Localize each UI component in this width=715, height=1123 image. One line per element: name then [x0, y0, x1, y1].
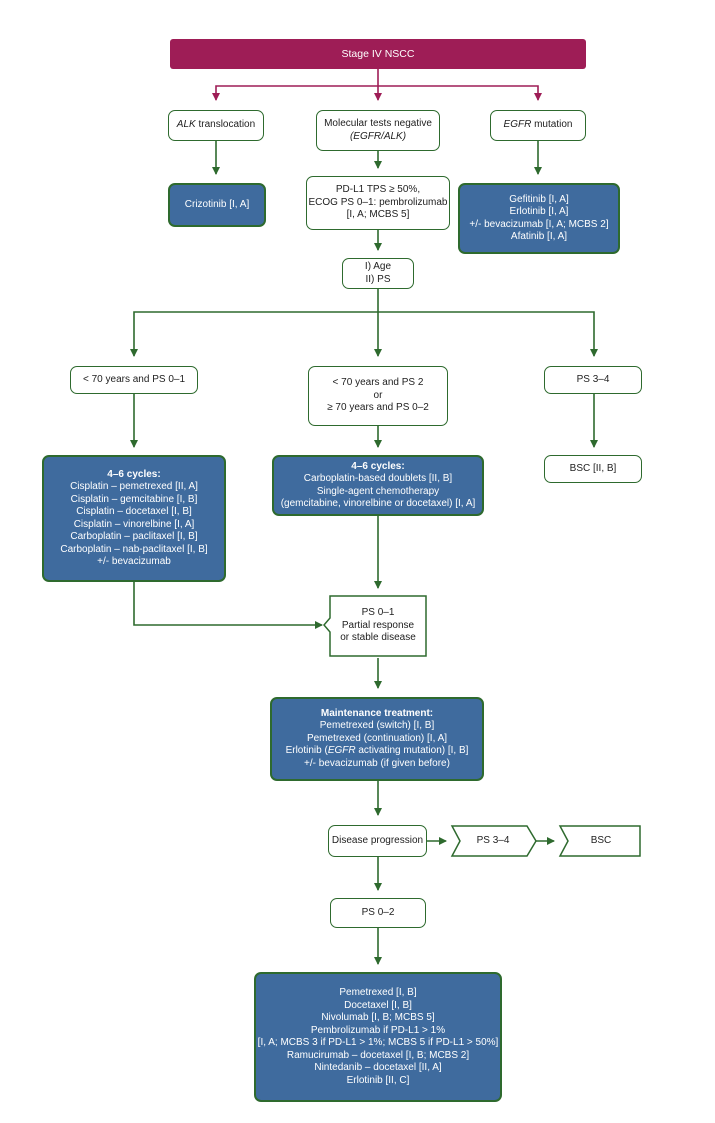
progression-box: Disease progression [328, 825, 427, 857]
cycles-left-box: 4–6 cycles: Cisplatin – pemetrexed [II, … [42, 455, 226, 582]
ps34-bottom-text: PS 3–4 [452, 826, 534, 856]
mid-ps-box: < 70 years and PS 2 or ≥ 70 years and PS… [308, 366, 448, 426]
second-line-8: Erlotinib [II, C] [346, 1074, 410, 1086]
cycles-left-line-6: Carboplatin – nab-paclitaxel [I, B] [60, 543, 208, 555]
young-ps01-box: < 70 years and PS 0–1 [70, 366, 198, 394]
progression-label: Disease progression [331, 834, 424, 846]
second-line-box: Pemetrexed [I, B] Docetaxel [I, B] Nivol… [254, 972, 502, 1102]
pdl1-line-3: [I, A; MCBS 5] [346, 209, 410, 221]
second-line-2: Docetaxel [I, B] [344, 999, 412, 1011]
cycles-left-line-4: Cisplatin – vinorelbine [I, A] [73, 518, 195, 530]
egfr-treatment-1: Gefitinib [I, A] [509, 193, 569, 205]
stage-iv-label: Stage IV NSCC [341, 47, 415, 60]
mid-ps-line-3: ≥ 70 years and PS 0–2 [327, 402, 429, 414]
egfr-label: EGFR [503, 119, 532, 131]
response-box [323, 595, 427, 657]
age-ps-box: I) Age II) PS [342, 258, 414, 289]
cycles-mid-line-2: Single-agent chemotherapy [316, 485, 440, 497]
mid-ps-line-1: < 70 years and PS 2 [332, 377, 424, 389]
crizotinib-box: Crizotinib [I, A] [168, 183, 266, 227]
egfr-treatments-box: Gefitinib [I, A] Erlotinib [I, A] +/- be… [458, 183, 620, 254]
response-text: PS 0–1 Partial response or stable diseas… [330, 596, 426, 656]
pdl1-line-1: PD-L1 TPS ≥ 50%, [335, 184, 421, 196]
maintenance-title: Maintenance treatment: [320, 707, 434, 719]
maintenance-box: Maintenance treatment: Pemetrexed (switc… [270, 697, 484, 781]
crizotinib-label: Crizotinib [I, A] [184, 198, 250, 210]
egfr-treatment-3: +/- bevacizumab [I, A; MCBS 2] [469, 218, 609, 230]
maintenance-egfr-label: EGFR [327, 745, 356, 757]
age-line: I) Age [364, 261, 392, 272]
second-line-1: Pemetrexed [I, B] [339, 987, 417, 998]
maintenance-line-1: Pemetrexed (switch) [I, B] [319, 720, 435, 732]
ps02-label: PS 0–2 [361, 906, 395, 918]
cycles-left-title: 4–6 cycles: [107, 468, 161, 480]
response-line-1: PS 0–1 [361, 607, 395, 619]
second-line-4: Pembrolizumab if PD-L1 > 1% [310, 1024, 446, 1036]
egfr-treatment-2: Erlotinib [I, A] [509, 206, 569, 217]
maintenance-line-last: +/- bevacizumab (if given before) [304, 757, 450, 769]
cycles-mid-title: 4–6 cycles: [351, 460, 405, 472]
ps34-bottom-label: PS 3–4 [476, 834, 510, 846]
cycles-mid-box: 4–6 cycles: Carboplatin-based doublets [… [272, 455, 484, 516]
mutation-label: mutation [531, 119, 573, 131]
bsc-bottom-text: BSC [562, 826, 640, 856]
second-line-6: Ramucirumab – docetaxel [I, B; MCBS 2] [286, 1049, 470, 1061]
pdl1-line-2: ECOG PS 0–1: pembrolizumab [308, 196, 448, 208]
maintenance-line-2: Pemetrexed (continuation) [I, A] [306, 732, 448, 744]
cycles-left-line-3: Cisplatin – docetaxel [I, B] [76, 506, 192, 517]
bsc-bottom-box [558, 825, 641, 857]
connector-header-left [212, 85, 378, 101]
cycles-left-line-1: Cisplatin – pemetrexed [II, A] [70, 481, 198, 492]
connector-split-right [378, 311, 598, 357]
egfr-treatment-4: Afatinib [I, A] [510, 231, 568, 242]
young-ps01-label: < 70 years and PS 0–1 [82, 373, 186, 385]
ps34-top-label: PS 3–4 [576, 373, 610, 385]
alk-translocation-box: ALK translocation [168, 110, 264, 141]
molecular-negative-box: Molecular tests negative (EGFR/ALK) [316, 110, 440, 151]
second-line-5: [I, A; MCBS 3 if PD-L1 > 1%; MCBS 5 if P… [257, 1037, 499, 1048]
egfr-mutation-box: EGFR mutation [490, 110, 586, 141]
connector-split-left [130, 311, 378, 357]
molecular-negative-line1: Molecular tests negative [324, 118, 432, 129]
response-line-2: Partial response [341, 619, 415, 631]
bsc-bottom-label: BSC [590, 834, 612, 846]
cycles-mid-line-3: (gemcitabine, vinorelbine or docetaxel) … [280, 498, 476, 509]
cycles-left-line-7: +/- bevacizumab [97, 556, 171, 567]
second-line-3: Nivolumab [I, B; MCBS 5] [321, 1012, 435, 1023]
ps02-box: PS 0–2 [330, 898, 426, 928]
ps-line: II) PS [365, 273, 391, 285]
ps34-bottom-box [450, 825, 537, 857]
bsc-top-box: BSC [II, B] [544, 455, 642, 483]
cycles-left-line-5: Carboplatin – paclitaxel [I, B] [70, 531, 198, 542]
molecular-negative-line2: (EGFR/ALK) [349, 130, 407, 142]
alk-label: ALK [176, 119, 196, 131]
mid-ps-line-2: or [373, 389, 383, 401]
pdl1-box: PD-L1 TPS ≥ 50%, ECOG PS 0–1: pembrolizu… [306, 176, 450, 230]
connector-cycles-left-response [133, 582, 323, 629]
second-line-7: Nintedanib – docetaxel [II, A] [314, 1062, 442, 1073]
bsc-top-label: BSC [II, B] [569, 462, 617, 474]
cycles-left-line-2: Cisplatin – gemcitabine [I, B] [70, 493, 198, 505]
cycles-mid-line-1: Carboplatin-based doublets [II, B] [303, 473, 453, 484]
translocation-label: translocation [195, 119, 256, 131]
maintenance-erlotinib: Erlotinib (EGFR activating mutation) [I,… [285, 745, 469, 757]
ps34-top-box: PS 3–4 [544, 366, 642, 394]
connector-header-right [378, 85, 542, 101]
stage-iv-header: Stage IV NSCC [170, 39, 586, 69]
response-line-3: or stable disease [340, 632, 416, 644]
